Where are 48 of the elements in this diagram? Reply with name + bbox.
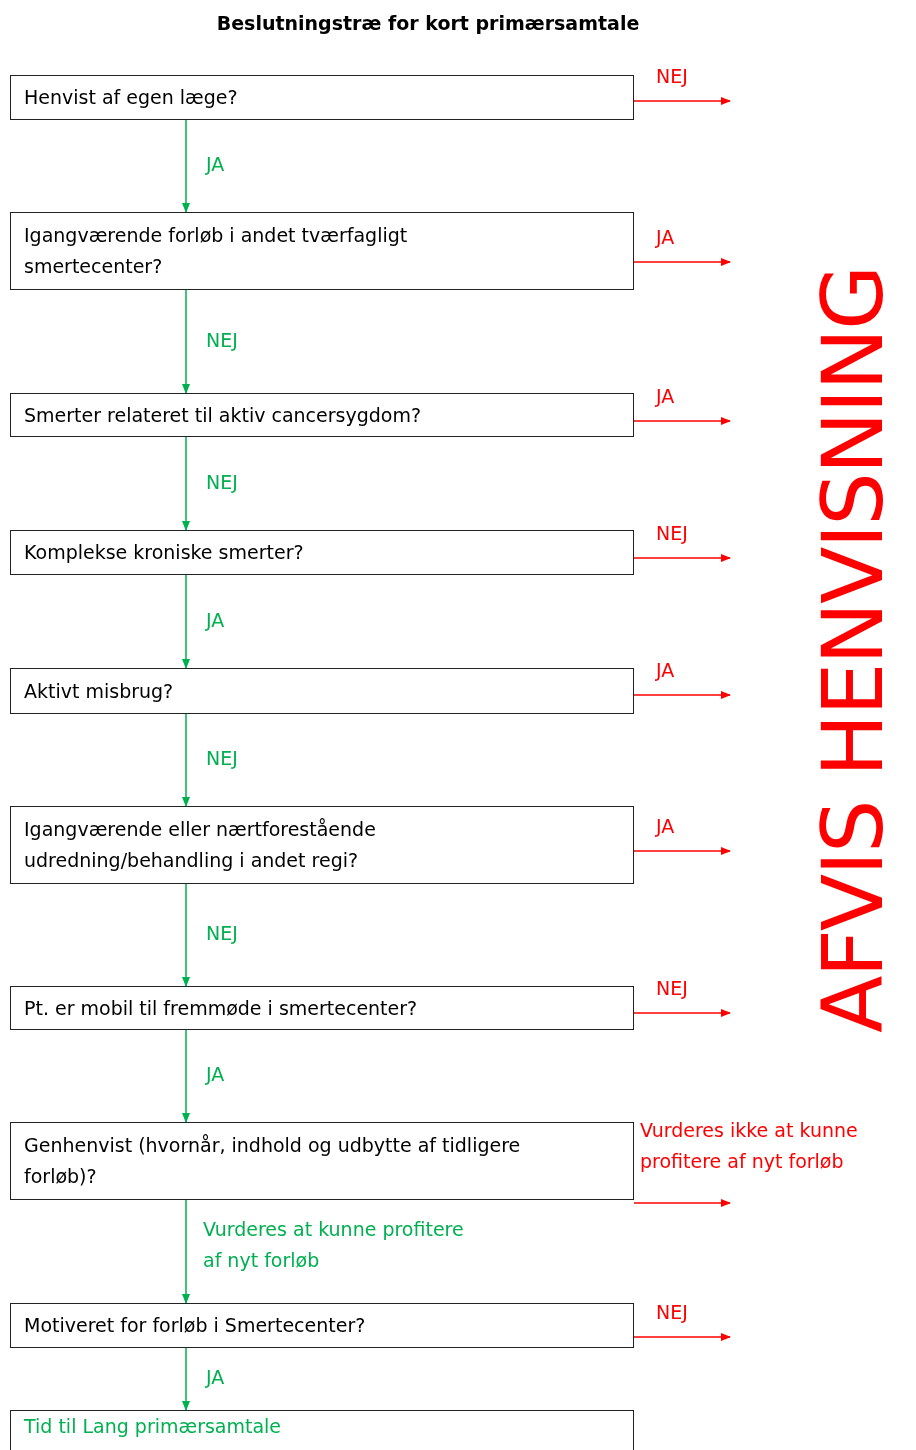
edge-label: NEJ [206,327,238,353]
edge-label: NEJ [206,921,238,946]
question-box: Komplekse kroniske smerter? [10,530,634,575]
arrow [633,847,731,855]
edge-label: NEJ [656,521,688,546]
arrow [182,119,190,213]
question-box: Henvist af egen læge? [10,75,634,120]
question-box: Aktivt misbrug? [10,668,634,714]
reject-label: AFVIS HENVISNING [808,265,898,1036]
question-box: Genhenvist (hvornår, indhold og udbytte af tidligere forløb)? [10,1122,634,1200]
arrow [633,258,731,266]
arrow [182,713,190,807]
question-box: Pt. er mobil til fremmøde i smertecenter? [10,986,634,1030]
edge-label: JA [656,658,675,683]
edge-label: NEJ [206,746,238,771]
question-box: Tid til Lang primærsamtale [10,1410,634,1450]
edge-label: NEJ [656,976,688,1001]
arrow [633,1333,731,1341]
question-box: Igangværende eller nærtforestående udredning/behandling i andet regi? [10,806,634,884]
edge-label: NEJ [656,64,688,89]
arrow [182,1347,190,1411]
edge-label: JA [206,1365,225,1390]
arrow [182,883,190,987]
arrow [182,1199,190,1304]
question-box: Smerter relateret til aktiv cancersygdom? [10,393,634,437]
arrow [633,1199,731,1207]
edge-label: Vurderes ikke at kunne profitere af nyt forløb [640,1118,859,1174]
arrow [182,436,190,531]
arrow [182,289,190,394]
edge-label: NEJ [206,469,238,495]
edge-label: JA [656,384,675,409]
edge-label: JA [656,225,675,250]
arrow [633,554,731,562]
question-box: Motiveret for forløb i Smertecenter? [10,1303,634,1348]
arrow [633,417,731,425]
arrow [633,1009,731,1017]
question-box: Igangværende forløb i andet tværfagligt smertecenter? [10,212,634,290]
edge-label: JA [206,152,225,177]
edge-label: JA [656,814,675,839]
edge-label: JA [206,607,225,633]
diagram-title: Beslutningstræ for kort primærsamtale [215,12,641,34]
edge-label: NEJ [656,1300,688,1325]
edge-label: JA [206,1062,225,1087]
edge-label: Vurderes at kunne profitere af nyt forløb [203,1217,465,1273]
arrow [182,574,190,669]
arrow [633,691,731,699]
arrow [633,97,731,105]
arrow [182,1029,190,1123]
